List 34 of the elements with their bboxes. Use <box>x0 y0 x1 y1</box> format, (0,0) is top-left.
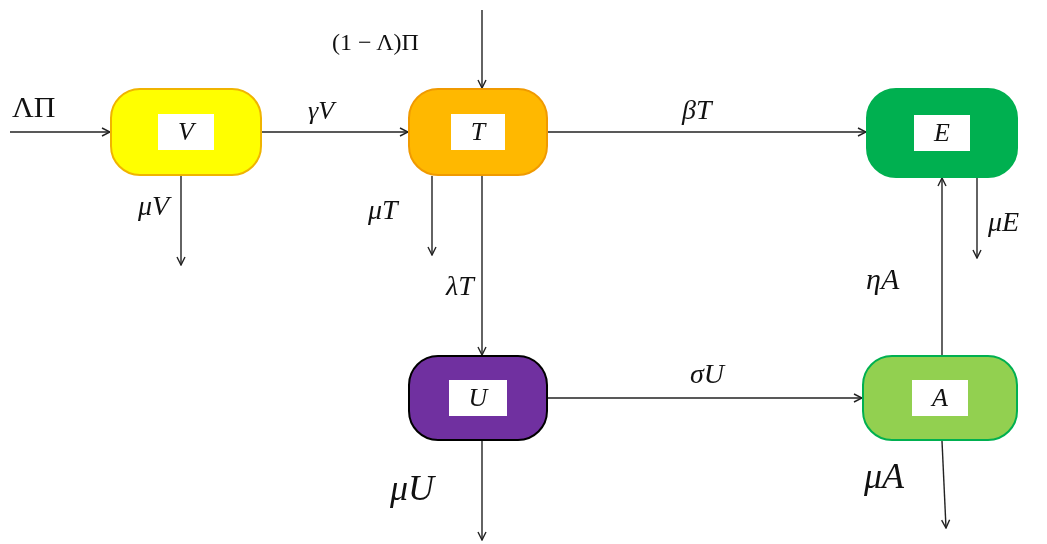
compartment-box <box>408 355 548 441</box>
compartment-label: E <box>914 114 970 152</box>
edge-label: μT <box>368 196 398 224</box>
edge-label: ΛΠ <box>12 92 56 122</box>
edge-label: μV <box>138 192 170 220</box>
edge-label: σU <box>690 360 725 388</box>
edge-label: μU <box>390 470 435 506</box>
compartment-label: A <box>912 379 968 417</box>
arrow <box>547 393 863 403</box>
compartment-label: T <box>450 113 506 151</box>
edge-label: λT <box>446 272 474 300</box>
compartment-box <box>862 355 1018 441</box>
compartment-box <box>866 88 1018 178</box>
arrow <box>9 127 111 137</box>
arrow <box>176 175 186 266</box>
compartment-box <box>110 88 262 176</box>
edge-label: βT <box>682 96 712 124</box>
edge-label: μE <box>988 208 1020 236</box>
arrow <box>477 440 487 541</box>
compartment-box <box>408 88 548 176</box>
compartment-label: V <box>158 113 214 151</box>
arrow <box>547 127 867 137</box>
edge-label: μA <box>864 458 905 494</box>
arrow <box>477 175 487 356</box>
arrow <box>937 177 947 356</box>
arrow <box>261 127 409 137</box>
edge-label: (1 − Λ)Π <box>332 30 419 54</box>
arrow <box>477 9 487 89</box>
edge-label: γV <box>308 98 335 124</box>
arrow <box>972 177 982 259</box>
edge-label: ηA <box>866 264 900 294</box>
arrow <box>427 175 437 256</box>
arrow <box>940 440 951 529</box>
compartment-label: U <box>448 379 508 417</box>
